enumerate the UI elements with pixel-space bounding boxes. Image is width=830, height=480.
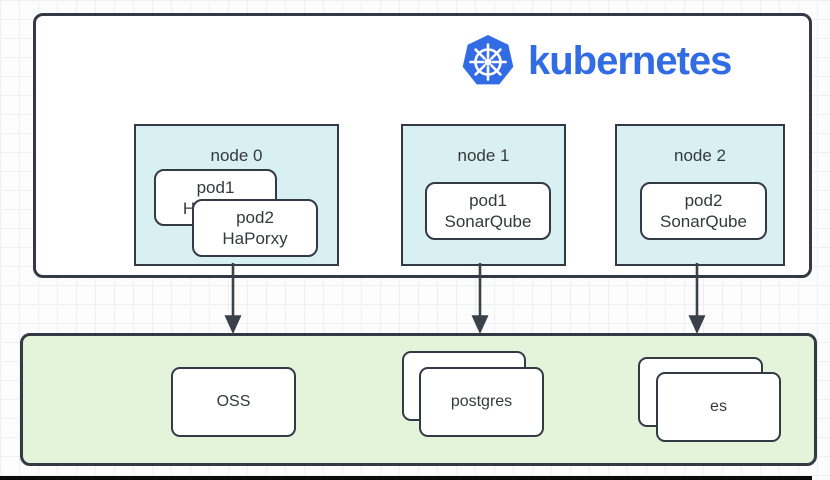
pod-name: pod1: [196, 177, 235, 197]
service-label: OSS: [216, 393, 251, 410]
pod-box-node2-pod2: pod2 SonarQube: [640, 182, 767, 240]
node-box-1: node 1 pod1 SonarQube: [401, 124, 566, 266]
kubernetes-icon: [462, 35, 514, 85]
service-card-es: es: [656, 372, 781, 442]
kubernetes-wordmark: kubernetes: [528, 39, 732, 83]
pod-name: pod1: [469, 191, 507, 210]
service-card-postgres: postgres: [419, 367, 544, 437]
service-card-oss: OSS: [171, 367, 296, 437]
node-label: node 0: [210, 146, 263, 165]
external-services-box: OSS postgres es: [20, 333, 817, 466]
pod-box-node0-pod2: pod2 HaPorxy: [192, 199, 318, 257]
node-label: node 1: [457, 146, 510, 165]
service-label: postgres: [450, 393, 513, 410]
kubernetes-logo: kubernetes: [461, 34, 732, 88]
pod-app: SonarQube: [444, 212, 532, 231]
pod-name: pod2: [684, 191, 723, 210]
pod-box-node1-pod1: pod1 SonarQube: [425, 182, 551, 240]
window-bottom-edge: [0, 476, 812, 480]
node-label: node 2: [674, 146, 726, 165]
service-label: es: [710, 398, 727, 415]
pod-name: pod2: [236, 208, 274, 227]
kubernetes-cluster-box: kubernetes node 0 pod1 HaPorxy pod2 HaPo…: [33, 13, 812, 278]
pod-app: HaPorxy: [222, 229, 288, 248]
node-box-2: node 2 pod2 SonarQube: [615, 124, 785, 266]
pod-app: SonarQube: [660, 212, 747, 231]
node-box-0: node 0 pod1 HaPorxy pod2 HaPorxy: [134, 124, 339, 266]
